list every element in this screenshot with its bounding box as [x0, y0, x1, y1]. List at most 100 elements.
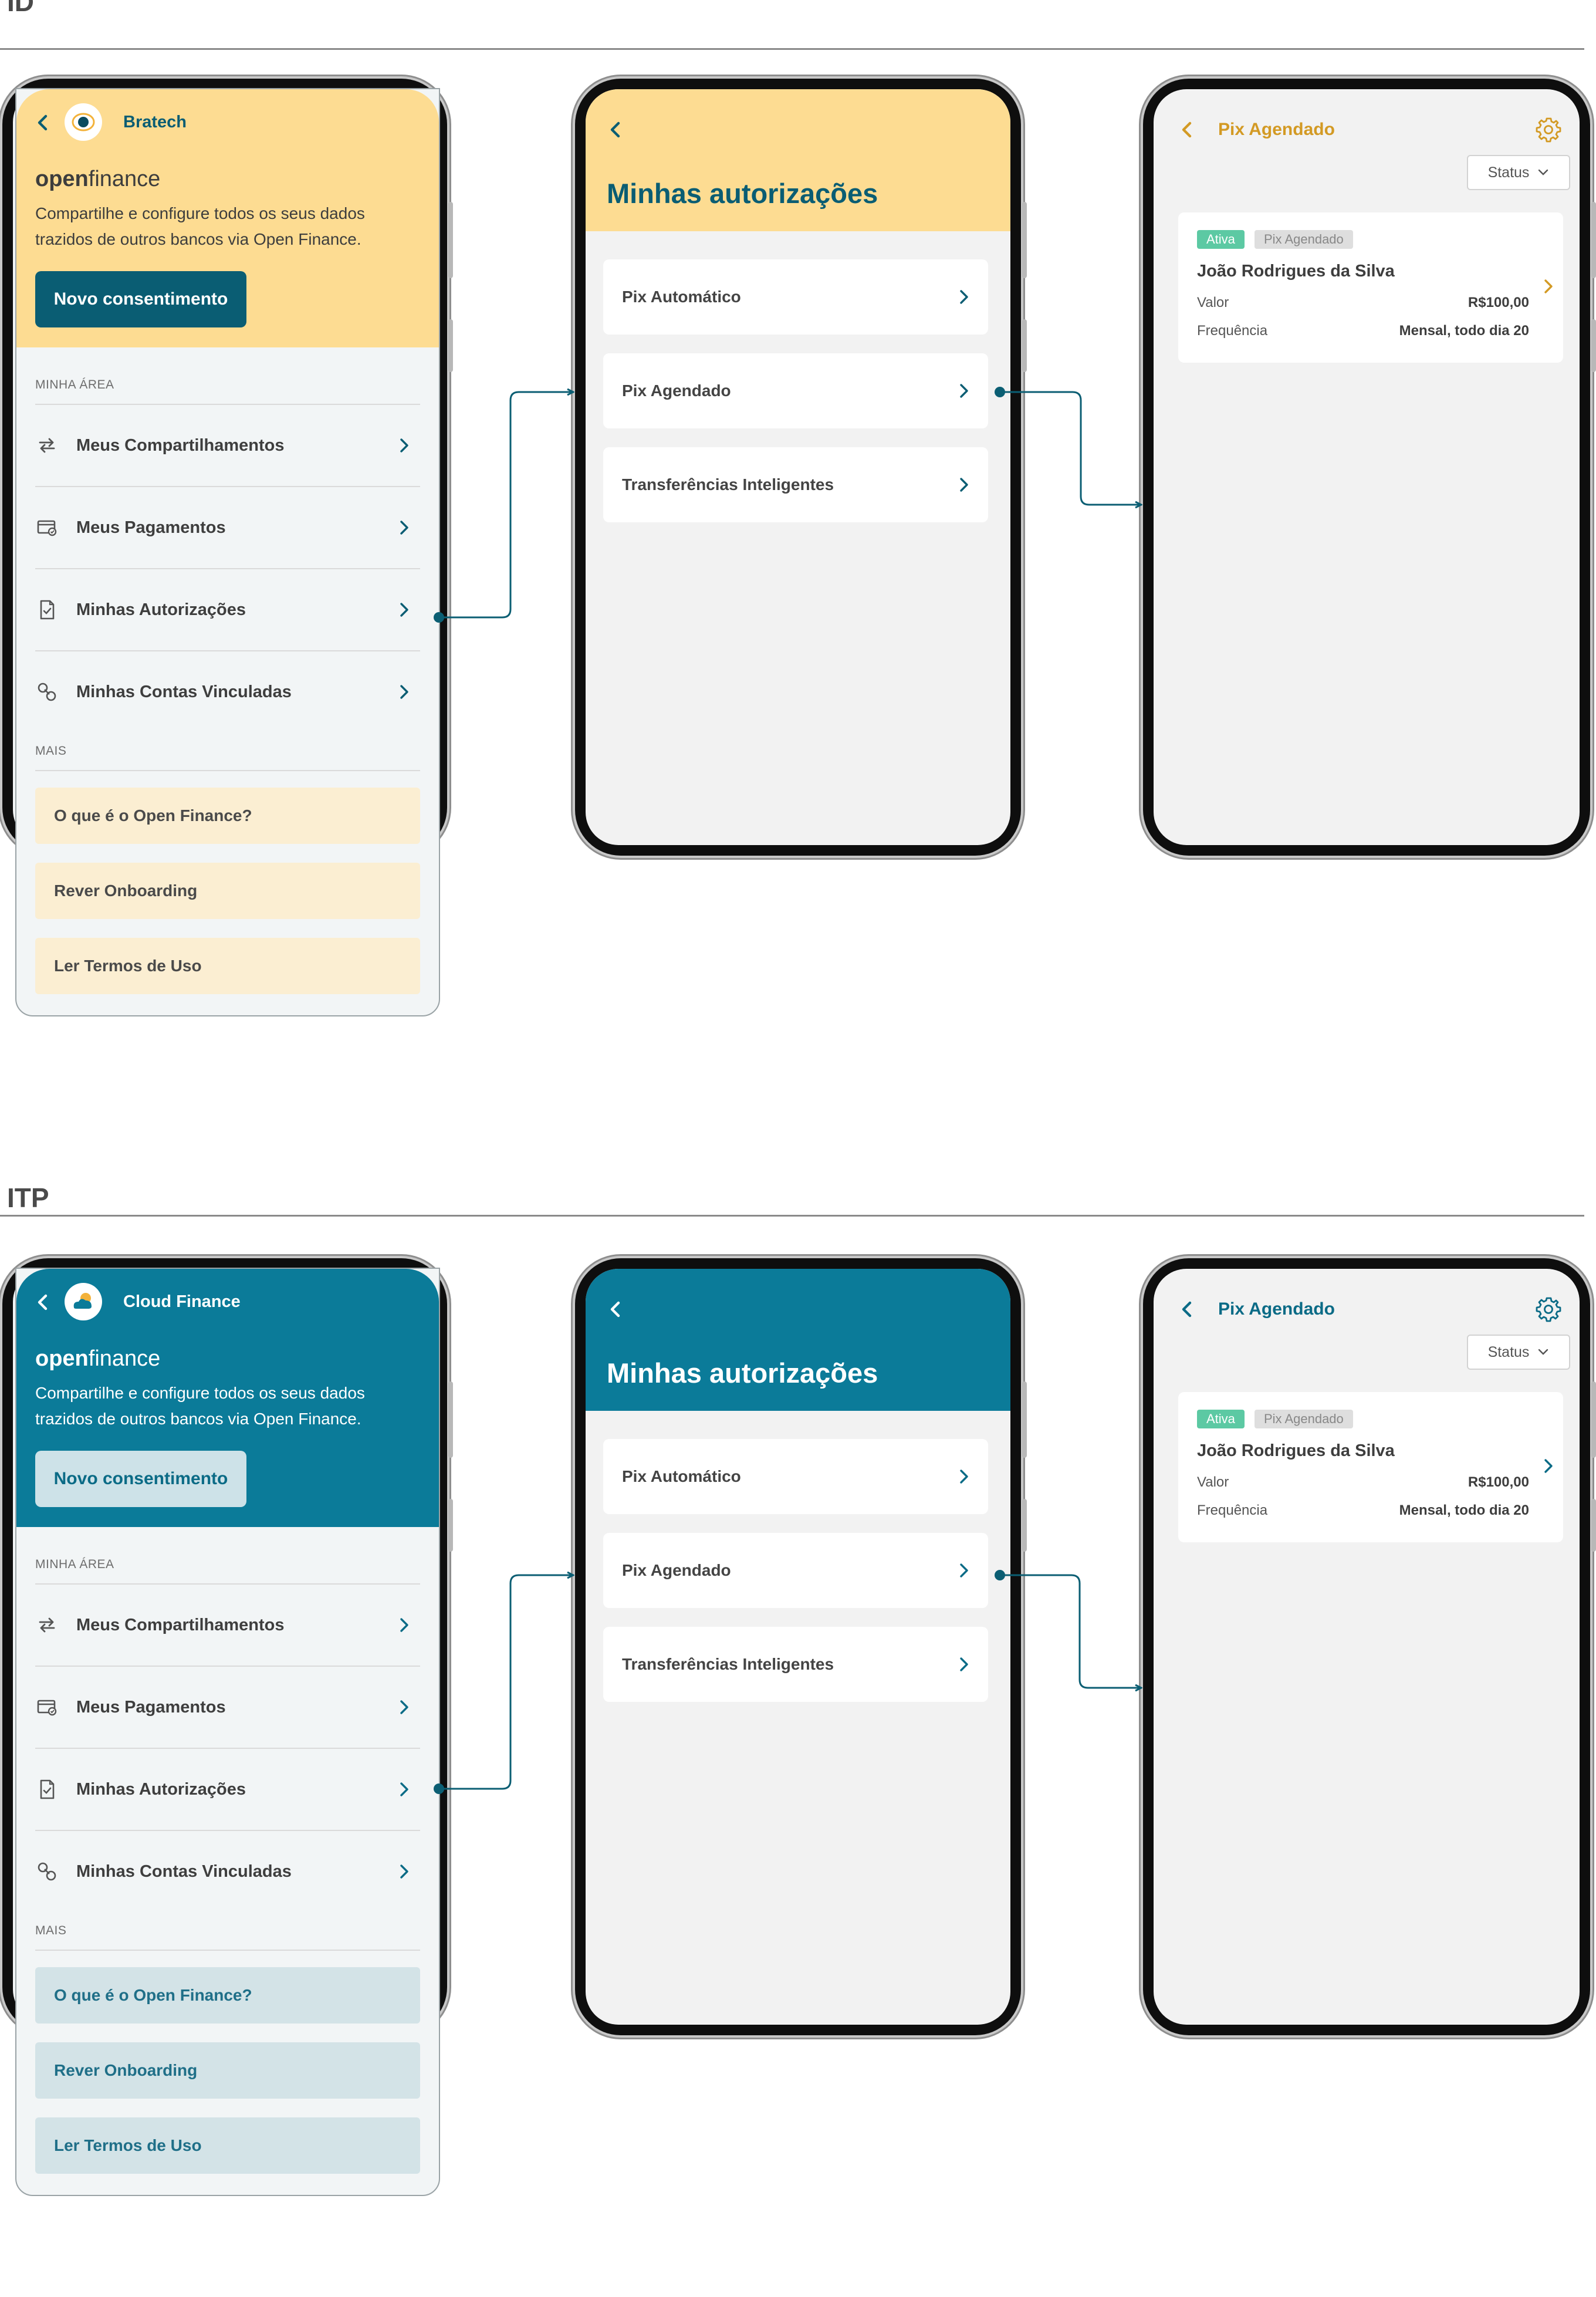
connector-home-to-authorizations [439, 392, 573, 619]
eye-logo-icon [65, 103, 102, 141]
back-icon[interactable] [607, 1300, 624, 1318]
authorization-item-transferencias-inteligentes[interactable]: Transferências Inteligentes [603, 1627, 988, 1702]
authorization-item-label: Pix Automático [622, 1467, 741, 1485]
phone-side-button [1022, 202, 1027, 278]
chevron-right-icon [960, 1657, 968, 1671]
scheduled-pix-card[interactable]: Ativa Pix Agendado João Rodrigues da Sil… [1178, 1392, 1563, 1542]
phone-side-button [1022, 319, 1027, 372]
authorization-item-label: Transferências Inteligentes [622, 475, 834, 494]
chevron-right-icon [400, 685, 408, 699]
back-icon[interactable] [607, 121, 624, 139]
chevron-right-icon [400, 1700, 408, 1714]
divider [35, 770, 420, 771]
authorization-item-label: Pix Agendado [622, 381, 731, 400]
connector-home-to-authorizations [439, 1575, 573, 1790]
divider [35, 404, 420, 405]
phone-side-button [1591, 202, 1596, 278]
menu-item-linked-accounts[interactable]: Minhas Contas Vinculadas [35, 651, 411, 732]
authorization-item-label: Transferências Inteligentes [622, 1655, 834, 1673]
review-onboarding-button[interactable]: Rever Onboarding [35, 863, 420, 919]
phone-side-button [448, 202, 453, 278]
payments-icon [35, 1695, 59, 1719]
divider [35, 1830, 420, 1831]
menu-item-label: Meus Pagamentos [76, 1697, 226, 1717]
divider [35, 650, 420, 651]
chevron-right-icon [400, 1864, 408, 1879]
divider [35, 1583, 420, 1585]
chevron-right-icon [400, 1782, 408, 1796]
scheduled-pix-card[interactable]: Ativa Pix Agendado João Rodrigues da Sil… [1178, 212, 1563, 363]
menu-item-label: Minhas Autorizações [76, 600, 246, 619]
menu-item-label: Meus Pagamentos [76, 518, 226, 537]
menu-item-sharing[interactable]: Meus Compartilhamentos [35, 405, 411, 486]
cloud-logo-icon [65, 1283, 102, 1320]
share-arrows-icon [35, 434, 59, 457]
what-is-open-finance-button[interactable]: O que é o Open Finance? [35, 788, 420, 844]
authorizations-header: Minhas autorizações [586, 89, 1010, 231]
divider [35, 1748, 420, 1749]
chevron-right-icon [400, 438, 408, 452]
value-label: Valor [1197, 295, 1229, 310]
phone-side-button [1022, 1381, 1027, 1458]
menu-item-linked-accounts[interactable]: Minhas Contas Vinculadas [35, 1831, 411, 1912]
chevron-right-icon [400, 521, 408, 535]
phone-side-button [448, 1499, 453, 1552]
menu-item-label: Minhas Autorizações [76, 1779, 246, 1799]
status-dropdown[interactable]: Status [1467, 1335, 1570, 1370]
status-dropdown-label: Status [1487, 164, 1530, 181]
section-divider [0, 1215, 1584, 1217]
back-icon[interactable] [34, 1293, 52, 1311]
menu-item-payments[interactable]: Meus Pagamentos [35, 487, 411, 568]
more-label: MAIS [35, 1924, 67, 1937]
authorization-item-pix-automatico[interactable]: Pix Automático [603, 1439, 988, 1514]
chevron-right-icon [960, 1470, 968, 1484]
back-icon[interactable] [1178, 1300, 1196, 1318]
section-title: ID [7, 0, 34, 17]
menu-item-label: Minhas Contas Vinculadas [76, 1862, 292, 1881]
frequency-value: Mensal, todo dia 20 [1399, 323, 1529, 339]
terms-of-use-button[interactable]: Ler Termos de Uso [35, 938, 420, 994]
menu-item-label: Meus Compartilhamentos [76, 1615, 285, 1634]
menu-item-authorizations[interactable]: Minhas Autorizações [35, 1749, 411, 1830]
divider [35, 568, 420, 569]
menu-item-authorizations[interactable]: Minhas Autorizações [35, 569, 411, 650]
phone-authorizations: Minhas autorizações Pix Automático Pix A… [575, 79, 1021, 856]
value-amount: R$100,00 [1467, 1474, 1529, 1490]
back-icon[interactable] [1178, 121, 1196, 139]
back-icon[interactable] [34, 114, 52, 131]
authorization-item-transferencias-inteligentes[interactable]: Transferências Inteligentes [603, 447, 988, 522]
phone-side-button [448, 1381, 453, 1458]
section-title: ITP [7, 1183, 49, 1213]
connector-authorizations-to-pix-agendado [1000, 1574, 1141, 1688]
more-label: MAIS [35, 744, 67, 758]
authorization-item-pix-agendado[interactable]: Pix Agendado [603, 1533, 988, 1608]
openfinance-logo: openfinance [35, 167, 161, 191]
status-badge-active: Ativa [1197, 1410, 1245, 1428]
status-dropdown[interactable]: Status [1467, 155, 1570, 190]
frequency-value: Mensal, todo dia 20 [1399, 1502, 1529, 1518]
value-label: Valor [1197, 1474, 1229, 1490]
new-consent-button[interactable]: Novo consentimento [35, 271, 246, 327]
frequency-label: Frequência [1197, 323, 1268, 339]
authorization-item-pix-agendado[interactable]: Pix Agendado [603, 353, 988, 428]
frequency-label: Frequência [1197, 1502, 1268, 1518]
new-consent-button[interactable]: Novo consentimento [35, 1451, 246, 1507]
document-check-icon [35, 1778, 59, 1801]
what-is-open-finance-button[interactable]: O que é o Open Finance? [35, 1967, 420, 2024]
gear-icon[interactable] [1535, 116, 1562, 143]
menu-item-payments[interactable]: Meus Pagamentos [35, 1667, 411, 1748]
openfinance-logo: openfinance [35, 1346, 161, 1371]
chevron-down-icon [1538, 1349, 1548, 1355]
gear-icon[interactable] [1535, 1296, 1562, 1323]
chevron-right-icon [960, 1563, 968, 1578]
my-area-label: MINHA ÁREA [35, 378, 114, 391]
terms-of-use-button[interactable]: Ler Termos de Uso [35, 2117, 420, 2174]
authorization-item-pix-automatico[interactable]: Pix Automático [603, 259, 988, 335]
phone-side-button [1591, 1381, 1596, 1458]
status-dropdown-label: Status [1487, 1343, 1530, 1360]
menu-item-sharing[interactable]: Meus Compartilhamentos [35, 1585, 411, 1666]
review-onboarding-button[interactable]: Rever Onboarding [35, 2042, 420, 2099]
page-title: Pix Agendado [1218, 120, 1335, 139]
